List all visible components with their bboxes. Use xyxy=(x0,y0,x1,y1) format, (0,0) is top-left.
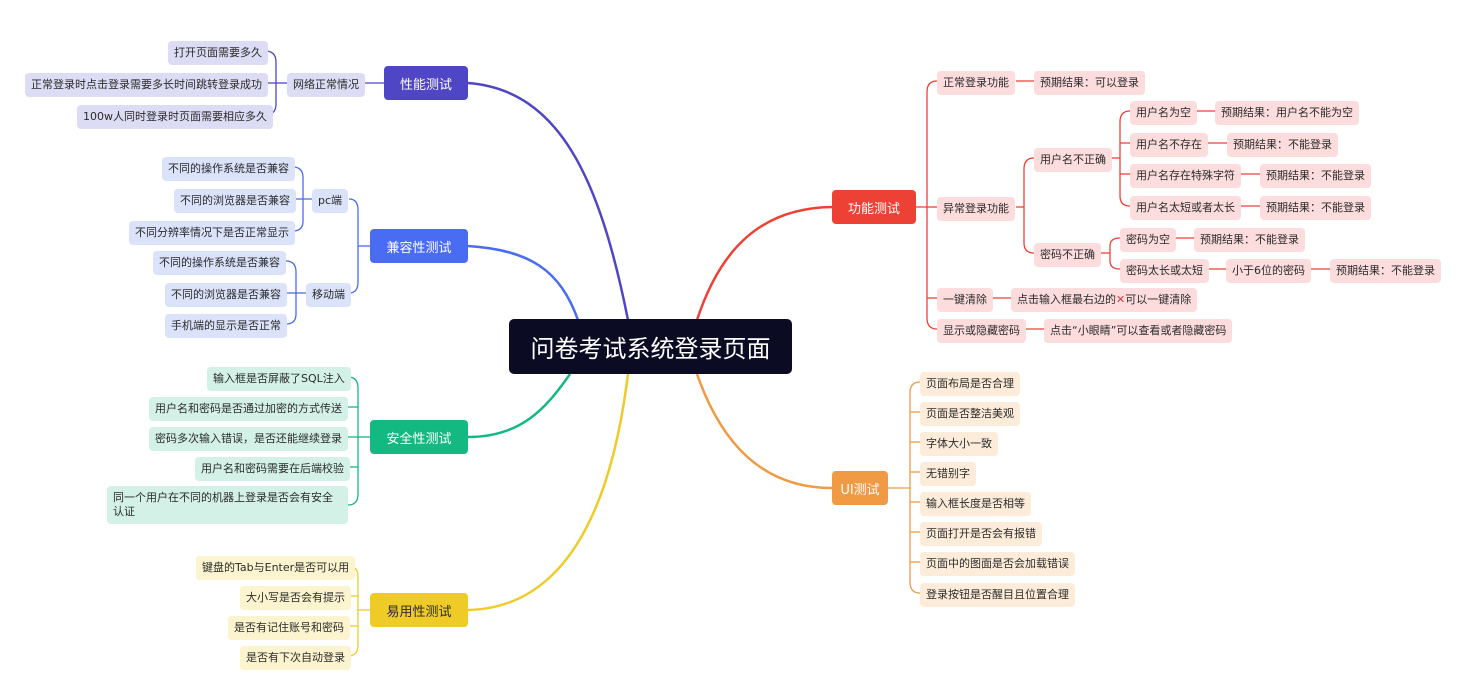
security-item[interactable]: 输入框是否屏蔽了SQL注入 xyxy=(207,367,351,391)
performance-item[interactable]: 打开页面需要多久 xyxy=(168,41,268,65)
usability-item[interactable]: 是否有记住账号和密码 xyxy=(228,616,350,640)
func-password-length[interactable]: 密码太长或太短 xyxy=(1120,259,1209,283)
performance-network-normal[interactable]: 网络正常情况 xyxy=(287,73,365,97)
security-item[interactable]: 用户名和密码需要在后端校验 xyxy=(195,457,350,481)
ui-item[interactable]: 输入框长度是否相等 xyxy=(920,492,1031,516)
func-password-wrong[interactable]: 密码不正确 xyxy=(1034,243,1101,267)
performance-item[interactable]: 正常登录时点击登录需要多长时间跳转登录成功 xyxy=(25,73,268,97)
ui-item[interactable]: 页面中的图面是否会加载错误 xyxy=(920,552,1075,576)
func-username-expect[interactable]: 预期结果：不能登录 xyxy=(1260,164,1371,188)
performance-item[interactable]: 100w人同时登录时页面需要相应多久 xyxy=(77,105,273,129)
ui-item[interactable]: 登录按钮是否醒目且位置合理 xyxy=(920,583,1075,607)
branch-compatibility[interactable]: 兼容性测试 xyxy=(370,229,468,263)
ui-item[interactable]: 无错别字 xyxy=(920,462,976,486)
func-toggle-password[interactable]: 显示或隐藏密码 xyxy=(937,319,1026,343)
compat-pc-item[interactable]: 不同的浏览器是否兼容 xyxy=(174,189,296,213)
ui-item[interactable]: 字体大小一致 xyxy=(920,432,998,456)
compat-mobile-item[interactable]: 不同的浏览器是否兼容 xyxy=(165,283,287,307)
ui-item[interactable]: 页面打开是否会有报错 xyxy=(920,522,1042,546)
func-username-expect[interactable]: 预期结果：不能登录 xyxy=(1227,133,1338,157)
compat-mobile[interactable]: 移动端 xyxy=(306,283,351,307)
usability-item[interactable]: 大小写是否会有提示 xyxy=(240,586,351,610)
compat-mobile-item[interactable]: 手机端的显示是否正常 xyxy=(165,314,287,338)
func-username-case[interactable]: 用户名为空 xyxy=(1130,101,1197,125)
func-username-case[interactable]: 用户名存在特殊字符 xyxy=(1130,164,1241,188)
usability-item[interactable]: 键盘的Tab与Enter是否可以用 xyxy=(196,556,356,580)
func-normal-expect[interactable]: 预期结果：可以登录 xyxy=(1034,71,1145,95)
func-password-length-expect[interactable]: 预期结果：不能登录 xyxy=(1330,259,1441,283)
branch-usability[interactable]: 易用性测试 xyxy=(370,593,468,627)
func-username-case[interactable]: 用户名太短或者太长 xyxy=(1130,196,1241,220)
func-password-empty[interactable]: 密码为空 xyxy=(1120,228,1176,252)
branch-ui[interactable]: UI测试 xyxy=(832,471,888,505)
compat-pc-item[interactable]: 不同的操作系统是否兼容 xyxy=(162,157,295,181)
clear-desc-after: 可以一键清除 xyxy=(1125,293,1192,306)
func-clear-desc[interactable]: 点击输入框最右边的✕可以一键清除 xyxy=(1011,288,1198,312)
branch-performance[interactable]: 性能测试 xyxy=(384,66,468,100)
security-item[interactable]: 密码多次输入错误，是否还能继续登录 xyxy=(149,427,348,451)
close-x-icon: ✕ xyxy=(1116,293,1126,306)
func-abnormal-login[interactable]: 异常登录功能 xyxy=(937,197,1015,221)
func-username-expect[interactable]: 预期结果：用户名不能为空 xyxy=(1215,101,1359,125)
func-normal-login[interactable]: 正常登录功能 xyxy=(937,71,1015,95)
func-password-length-detail[interactable]: 小于6位的密码 xyxy=(1226,259,1311,283)
branch-security[interactable]: 安全性测试 xyxy=(370,420,468,454)
central-topic[interactable]: 问卷考试系统登录页面 xyxy=(509,319,792,374)
compat-mobile-item[interactable]: 不同的操作系统是否兼容 xyxy=(153,251,286,275)
usability-item[interactable]: 是否有下次自动登录 xyxy=(240,646,351,670)
security-item[interactable]: 同一个用户在不同的机器上登录是否会有安全认证 xyxy=(107,486,348,524)
clear-desc-before: 点击输入框最右边的 xyxy=(1017,293,1116,306)
compat-pc[interactable]: pc端 xyxy=(312,189,349,213)
branch-functional[interactable]: 功能测试 xyxy=(832,190,916,224)
ui-item[interactable]: 页面是否整洁美观 xyxy=(920,402,1020,426)
func-username-wrong[interactable]: 用户名不正确 xyxy=(1034,148,1112,172)
func-password-empty-expect[interactable]: 预期结果：不能登录 xyxy=(1194,228,1305,252)
func-username-expect[interactable]: 预期结果：不能登录 xyxy=(1260,196,1371,220)
func-username-case[interactable]: 用户名不存在 xyxy=(1130,133,1208,157)
func-toggle-desc[interactable]: 点击“小眼睛”可以查看或者隐藏密码 xyxy=(1044,319,1233,343)
security-item[interactable]: 用户名和密码是否通过加密的方式传送 xyxy=(149,397,348,421)
compat-pc-item[interactable]: 不同分辨率情况下是否正常显示 xyxy=(129,221,295,245)
ui-item[interactable]: 页面布局是否合理 xyxy=(920,372,1020,396)
func-one-click-clear[interactable]: 一键清除 xyxy=(937,288,993,312)
